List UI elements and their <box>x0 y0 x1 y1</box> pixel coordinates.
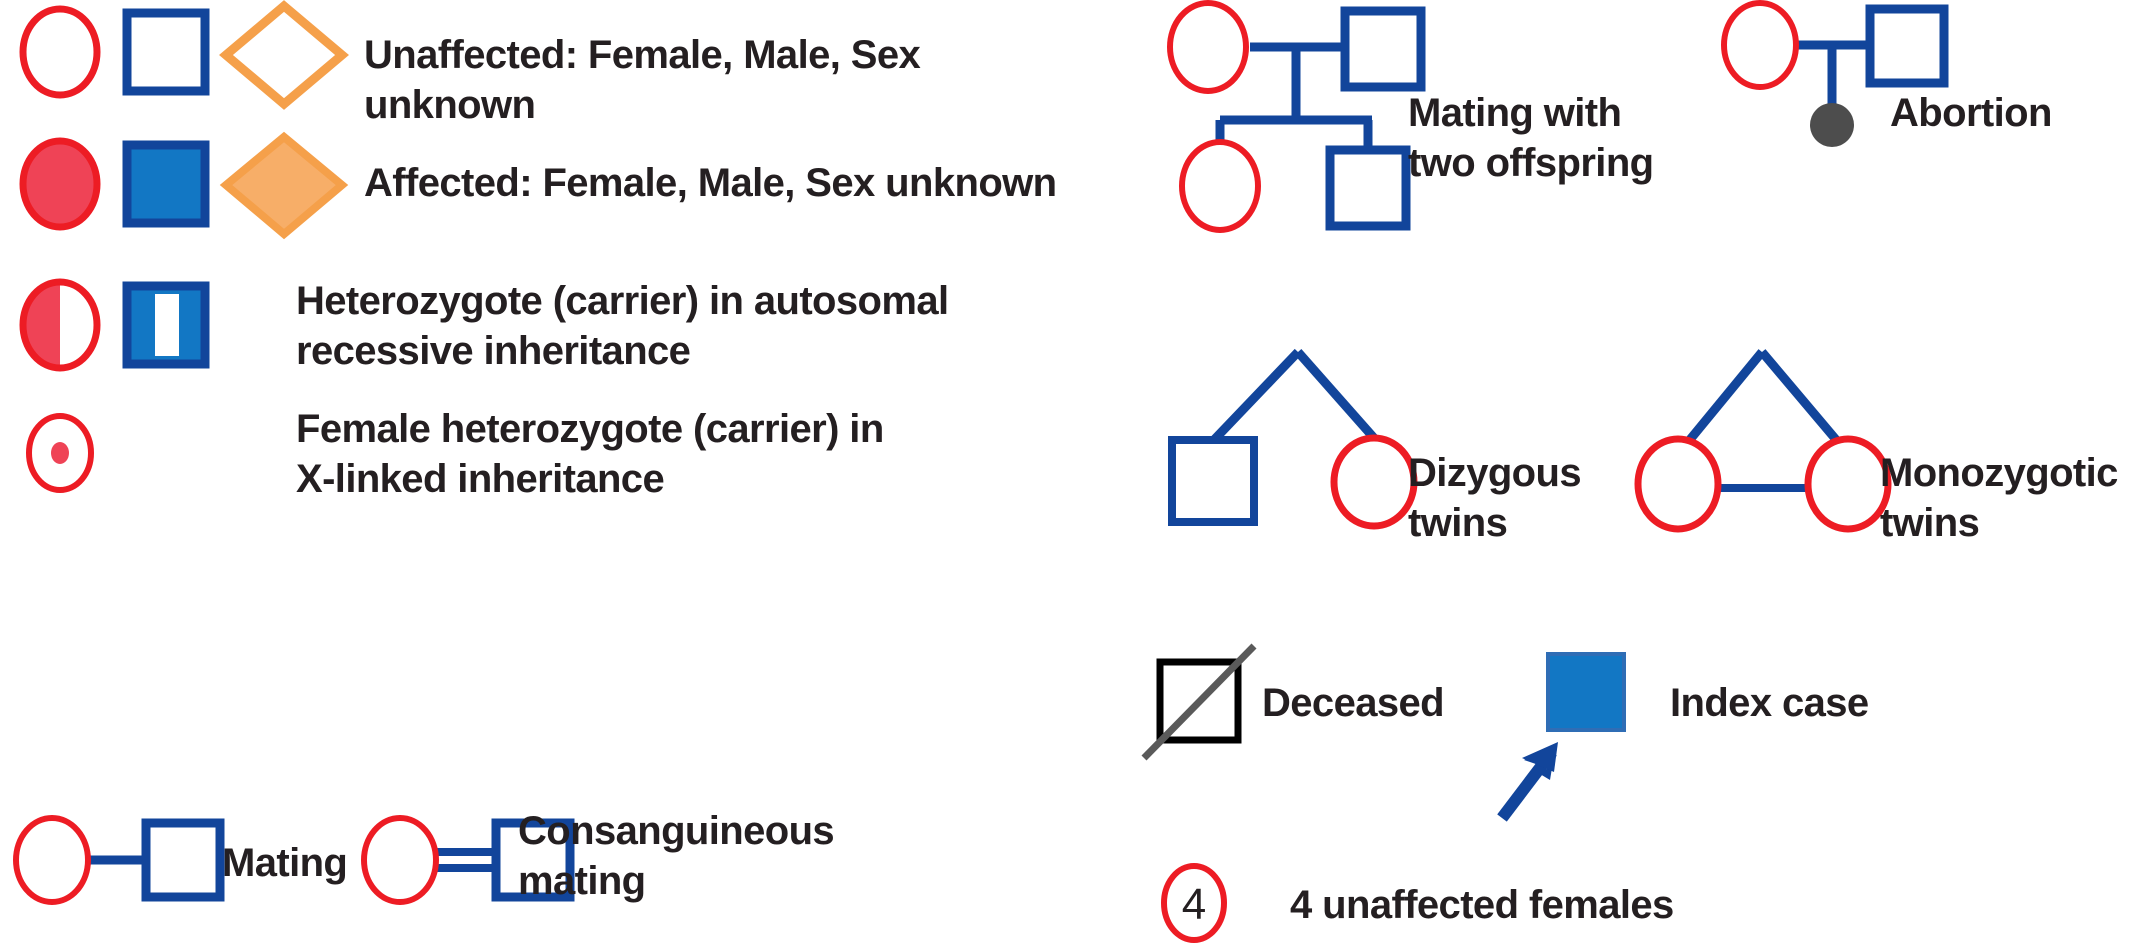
center-dot-icon <box>51 442 69 464</box>
four-unaffected-females-symbol: 4 <box>1161 863 1227 943</box>
legend-label-monozygotic-twins: Monozygotic twins <box>1880 451 2118 545</box>
monozygotic-twins-symbols <box>1634 349 1892 533</box>
circle-open-red-icon <box>13 815 91 905</box>
legend-label-heterozygote-xlinked: Female heterozygote (carrier) in X-linke… <box>296 407 884 501</box>
circle-open-red-with-number-icon <box>1161 863 1227 943</box>
deceased-symbols <box>1141 643 1257 761</box>
legend-label-abortion: Abortion <box>1890 91 2052 135</box>
filled-dot-gray-icon <box>1810 103 1854 147</box>
legend-label-index-case: Index case <box>1670 681 1869 725</box>
legend-row-dizygous-twins <box>1150 330 1550 550</box>
legend-label-heterozygote-autosomal: Heterozygote (carrier) in autosomal rece… <box>296 279 949 373</box>
legend-row-consanguineous-mating <box>348 795 678 935</box>
legend-row-unaffected <box>0 0 780 110</box>
affected-symbols <box>19 131 349 240</box>
index-case-symbols <box>1497 652 1626 822</box>
square-open-blue-icon <box>141 818 225 902</box>
circle-number-label: 4 <box>1182 880 1206 929</box>
twin-fork-right <box>1294 349 1378 441</box>
square-open-blue-icon <box>491 818 575 902</box>
diamond-open-orange-icon <box>219 0 349 110</box>
legend-label-mating-two-offspring: Mating with two offspring <box>1408 91 1654 185</box>
offspring-circle-open-red-icon <box>1179 139 1261 233</box>
mating-symbols <box>13 815 225 905</box>
legend-row-deceased <box>1141 640 1350 780</box>
circle-half-filled-red-outline <box>19 278 101 372</box>
square-open-blue-icon <box>1340 6 1426 92</box>
legend-row-monozygotic-twins <box>1610 330 2010 550</box>
square-open-blue-icon <box>122 8 210 96</box>
legend-row-four-unaffected-females: 4 <box>1150 858 1300 948</box>
deceased-slash-icon <box>1141 643 1257 761</box>
abortion-symbols <box>1721 0 1949 147</box>
circle-open-red-icon <box>19 5 101 99</box>
square-open-blue-icon <box>1865 4 1949 88</box>
unaffected-symbols <box>19 0 349 110</box>
legend-row-index-case <box>1480 640 1760 840</box>
square-filled-blue-icon <box>1546 652 1626 732</box>
legend-row-heterozygote-autosomal <box>0 268 780 383</box>
twin-circle-open-red-left-icon <box>1634 435 1722 533</box>
consanguineous-symbols <box>361 815 575 905</box>
legend-row-abortion <box>1720 0 2020 160</box>
twin-fork-left <box>1208 348 1302 446</box>
arrow-up-right-icon <box>1497 742 1558 822</box>
twin-circle-open-red-icon <box>1330 434 1418 530</box>
legend-label-mating: Mating <box>222 841 348 885</box>
mating-two-offspring-symbols <box>1167 0 1426 233</box>
legend-label-dizygous-twins: Dizygous twins <box>1408 451 1582 545</box>
xlinked-carrier-symbols <box>26 413 94 493</box>
circle-half-filled-red-icon <box>23 282 60 368</box>
twin-circle-open-red-right-icon <box>1804 435 1892 533</box>
twin-fork-left <box>1684 349 1766 445</box>
heterozygote-symbols <box>19 278 210 372</box>
square-center-stripe-white-band <box>155 294 179 356</box>
diamond-filled-orange-icon <box>219 131 349 240</box>
circle-open-red-icon <box>1721 0 1799 90</box>
square-filled-blue-icon <box>122 140 210 228</box>
offspring-square-open-blue-icon <box>1325 145 1411 231</box>
legend-label-four-unaffected-females: 4 unaffected females <box>1290 883 1674 927</box>
twin-square-open-blue-icon <box>1168 436 1258 526</box>
legend-row-affected <box>0 128 780 243</box>
dizygous-twins-symbols <box>1168 348 1418 530</box>
circle-open-red-icon <box>361 815 439 905</box>
legend-label-unaffected: Unaffected: Female, Male, Sex unknown <box>364 33 921 127</box>
twin-fork-right <box>1758 349 1842 445</box>
legend-row-mating <box>0 795 330 935</box>
circle-filled-red-icon <box>19 137 101 231</box>
legend-label-deceased: Deceased <box>1262 681 1445 725</box>
legend-label-affected: Affected: Female, Male, Sex unknown <box>364 161 1057 205</box>
circle-open-red-icon <box>1167 0 1249 94</box>
legend-row-mating-two-offspring <box>1140 0 1580 233</box>
legend-row-heterozygote-xlinked <box>0 398 780 508</box>
legend-label-consanguineous-mating: Consanguineous mating <box>518 809 835 903</box>
